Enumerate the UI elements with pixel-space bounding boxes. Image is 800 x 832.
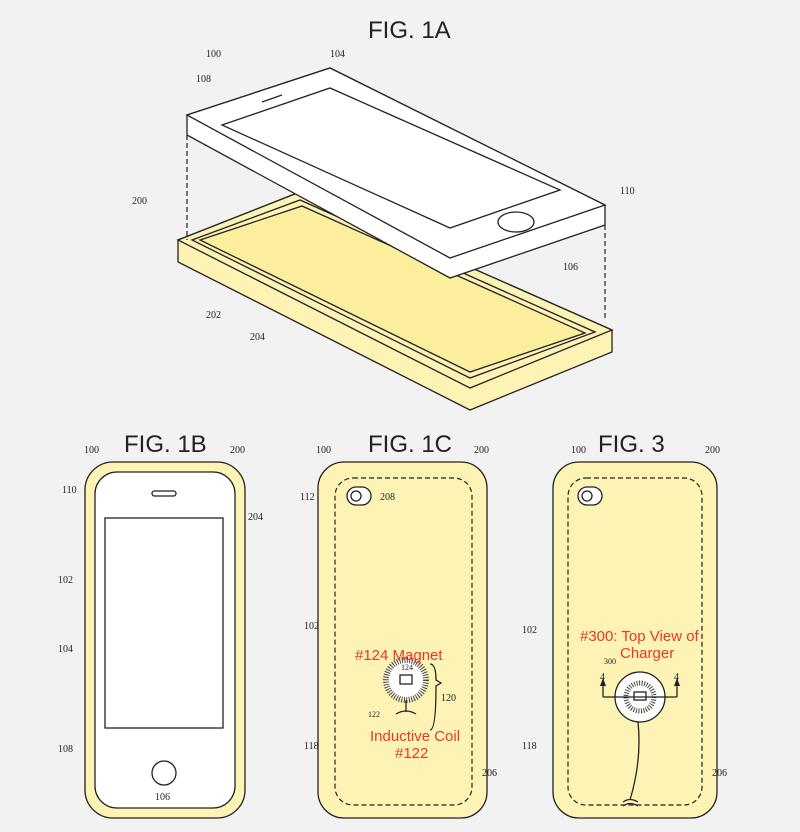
ref-110: 110 <box>620 186 635 197</box>
section-4-right: 4 <box>674 672 679 683</box>
ref-208: 208 <box>380 492 395 503</box>
ref-102: 102 <box>58 575 73 586</box>
ref-106: 106 <box>155 792 170 803</box>
ref-200: 200 <box>474 445 489 456</box>
fig-1c: FIG. 1C #124 Magnet Inductive Coil #122 … <box>300 431 497 819</box>
fig-1b-title: FIG. 1B <box>124 431 207 458</box>
ref-118: 118 <box>304 741 319 752</box>
ref-102: 102 <box>522 625 537 636</box>
section-4-left: 4 <box>600 672 605 683</box>
ref-206: 206 <box>482 768 497 779</box>
ref-100: 100 <box>84 445 99 456</box>
ref-104: 104 <box>58 644 73 655</box>
ref-206: 206 <box>712 768 727 779</box>
ref-200: 200 <box>132 196 147 207</box>
fig-3-title: FIG. 3 <box>598 431 665 458</box>
fig-1a-title: FIG. 1A <box>368 17 451 44</box>
home-button <box>151 760 177 786</box>
magnet <box>399 674 413 685</box>
ref-102: 102 <box>304 621 319 632</box>
case-perspective <box>176 191 614 411</box>
ref-120: 120 <box>441 693 456 704</box>
ref-112: 112 <box>300 492 315 503</box>
magnet-annotation: #124 Magnet <box>355 647 443 664</box>
charger <box>600 671 680 807</box>
ref-118: 118 <box>522 741 537 752</box>
ref-108: 108 <box>58 744 73 755</box>
coil-annotation: Inductive Coil <box>370 728 460 745</box>
home-button <box>497 211 535 233</box>
ref-110: 110 <box>62 485 77 496</box>
inductive-coil <box>383 657 443 731</box>
fig-1b: FIG. 1B 100 200 110 204 102 104 108 106 <box>58 431 263 819</box>
ref-204: 204 <box>248 512 263 523</box>
ref-104: 104 <box>330 49 345 60</box>
ref-106: 106 <box>563 262 578 273</box>
ref-204: 204 <box>250 332 265 343</box>
ref-100: 100 <box>316 445 331 456</box>
ref-100: 100 <box>571 445 586 456</box>
ref-200: 200 <box>230 445 245 456</box>
phone-perspective <box>185 67 607 279</box>
charger-annotation: #300: Top View of <box>580 628 700 645</box>
fig-1a: FIG. 1A 100 104 108 110 200 106 202 204 <box>132 17 635 411</box>
ref-202: 202 <box>206 310 221 321</box>
ref-108: 108 <box>196 74 211 85</box>
ref-300: 300 <box>604 657 616 666</box>
ref-122: 122 <box>368 710 380 719</box>
ref-100: 100 <box>206 49 221 60</box>
coil-annotation-number: #122 <box>395 745 428 762</box>
speaker <box>261 94 283 103</box>
fig-3: FIG. 3 #300: Top View of Charger 100 200… <box>522 431 727 819</box>
fig-1c-title: FIG. 1C <box>368 431 452 458</box>
charger-annotation-line2: Charger <box>620 645 674 662</box>
ref-200: 200 <box>705 445 720 456</box>
ref-124: 124 <box>401 663 413 672</box>
